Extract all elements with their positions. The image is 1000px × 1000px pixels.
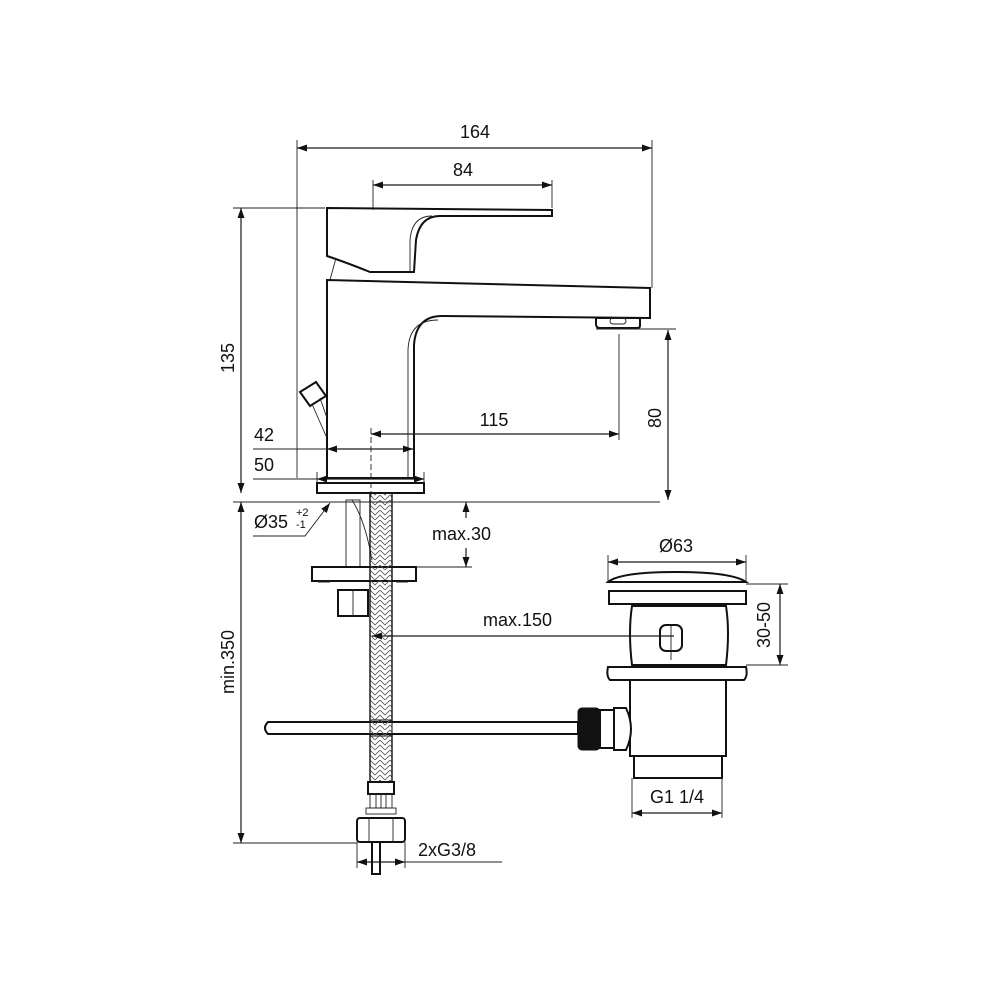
dim-body-42: 42 [254,425,274,445]
dim-spout-reach: 115 [480,410,509,430]
dim-overall-length: 164 [460,122,490,142]
popup-knob [298,380,328,437]
dim-hole-tol-plus: +2 [296,507,309,519]
dim-waste-height: 30-50 [754,602,774,648]
under-deck-assembly [264,492,579,875]
dim-hole-tol-minus: -1 [296,519,306,531]
dim-waste-thread: G1 1/4 [650,787,704,807]
dimension-lines [233,140,788,868]
dim-lever-length: 84 [453,160,473,180]
faucet-body [298,206,651,494]
braided-hose [369,492,393,784]
dim-max-deck: max.30 [432,524,491,544]
dim-overall-height: 135 [218,343,238,373]
dim-min-hose: min.350 [218,630,238,694]
dim-hose-connection: 2xG3/8 [418,840,476,860]
dim-spout-height: 80 [645,408,665,428]
dim-waste-diameter: Ø63 [659,536,693,556]
dim-hole-diameter: Ø35 [254,512,288,532]
dim-base-50: 50 [254,455,274,475]
dim-max-rod: max.150 [483,610,552,630]
popup-waste [577,570,750,779]
